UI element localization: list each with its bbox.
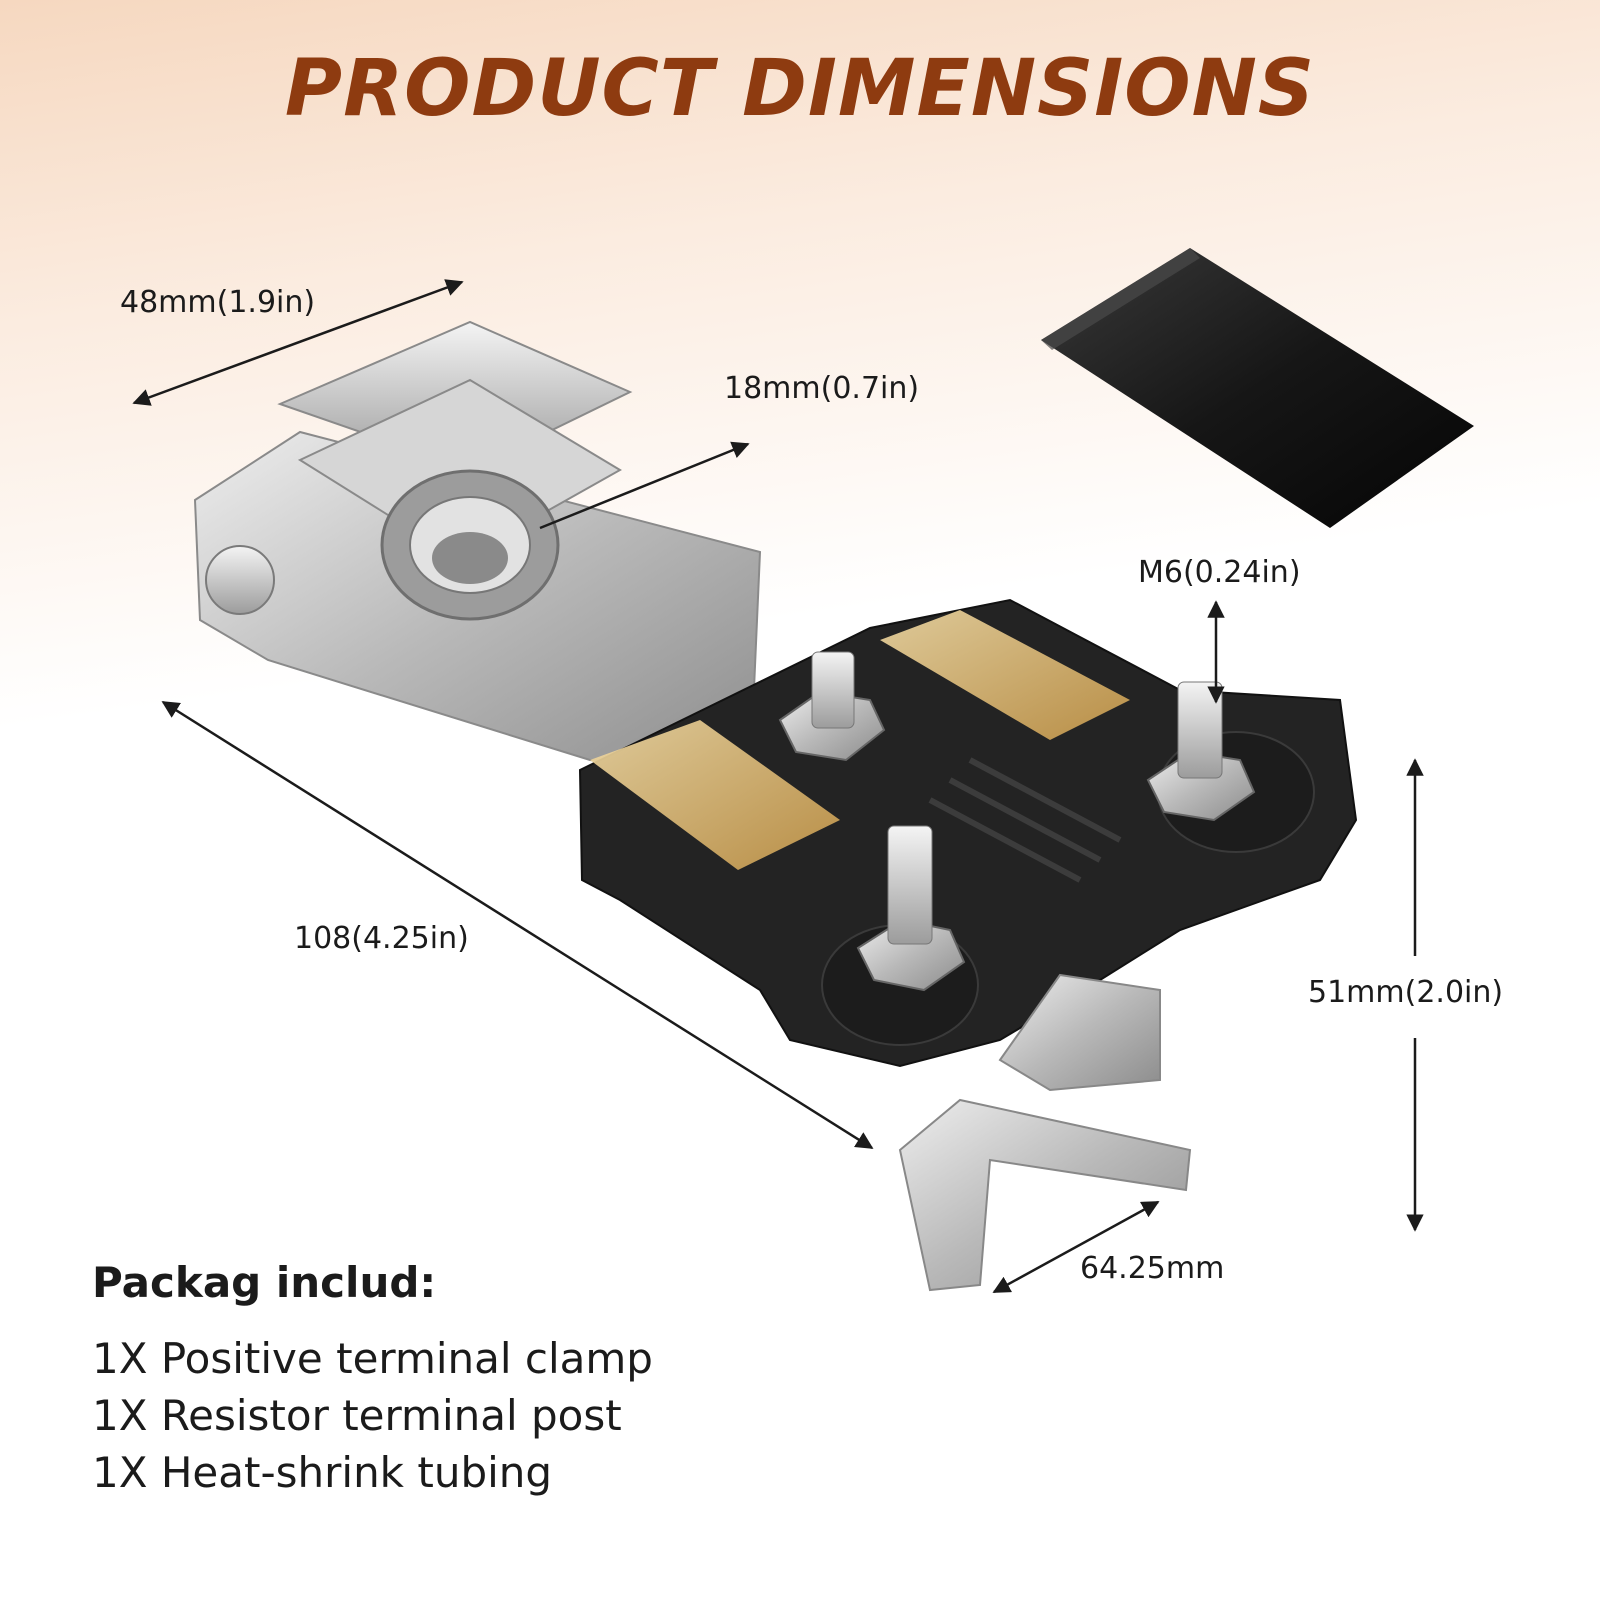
length-108-label: 108(4.25in) [294,921,469,956]
package-item: 1X Heat-shrink tubing [92,1448,553,1497]
fork-tabs [898,973,1192,1292]
hole-18-label: 18mm(0.7in) [724,371,920,406]
terminal-clamp [193,320,762,782]
package-item: 1X Resistor terminal post [92,1391,622,1440]
height-51-label: 51mm(2.0in) [1308,975,1504,1010]
heat-shrink-tubing [1041,248,1474,528]
dimension-arrows [132,279,1424,1294]
package-heading: Packag includ: [92,1258,437,1307]
width-64-label: 64.25mm [1080,1251,1225,1286]
package-contents: Packag includ: 1X Positive terminal clam… [92,1262,653,1501]
page-title: PRODUCT DIMENSIONS [284,44,1316,134]
width-48-label: 48mm(1.9in) [120,285,316,320]
bolt-m6-label: M6(0.24in) [1138,555,1301,590]
package-item: 1X Positive terminal clamp [92,1334,653,1383]
